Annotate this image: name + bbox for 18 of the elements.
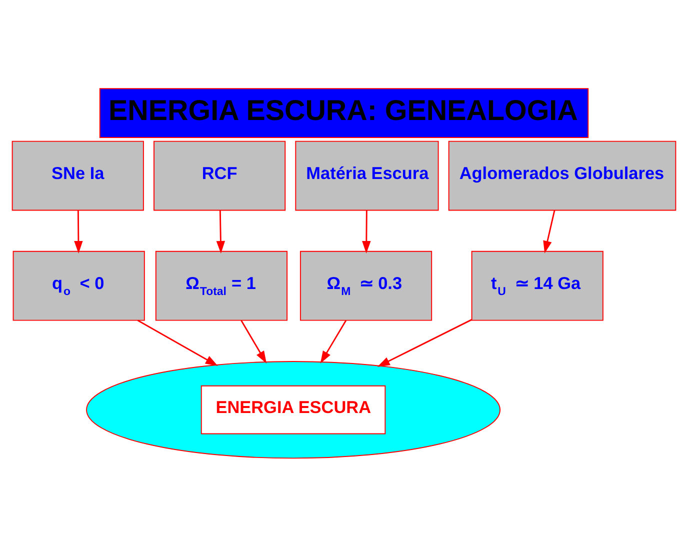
arrow: [137, 320, 218, 366]
node-box: Matéria Escura: [295, 140, 439, 211]
arrow: [320, 320, 347, 364]
diagram-title: ENERGIA ESCURA: GENEALOGIA: [108, 94, 578, 127]
node-box: Aglomerados Globulares: [448, 140, 676, 211]
arrow: [216, 210, 226, 254]
arrow: [74, 210, 83, 254]
node-box: Ω$_{M}$ ≃ 0.3: [300, 250, 432, 321]
node-box: q$_{o}$ < 0: [12, 250, 145, 321]
arrow: [362, 210, 371, 254]
node-box: SNe Ia: [12, 140, 144, 211]
arrow: [543, 210, 556, 254]
node-box: Ω$_{Total}$ = 1: [155, 250, 288, 321]
arrow: [240, 320, 267, 364]
arrow: [377, 319, 472, 367]
node-box: t$_{U}$ ≃ 14 Ga: [471, 250, 604, 321]
node-ellipse: ENERGIA ESCURA: [86, 361, 501, 459]
node-box: RCF: [154, 140, 286, 211]
